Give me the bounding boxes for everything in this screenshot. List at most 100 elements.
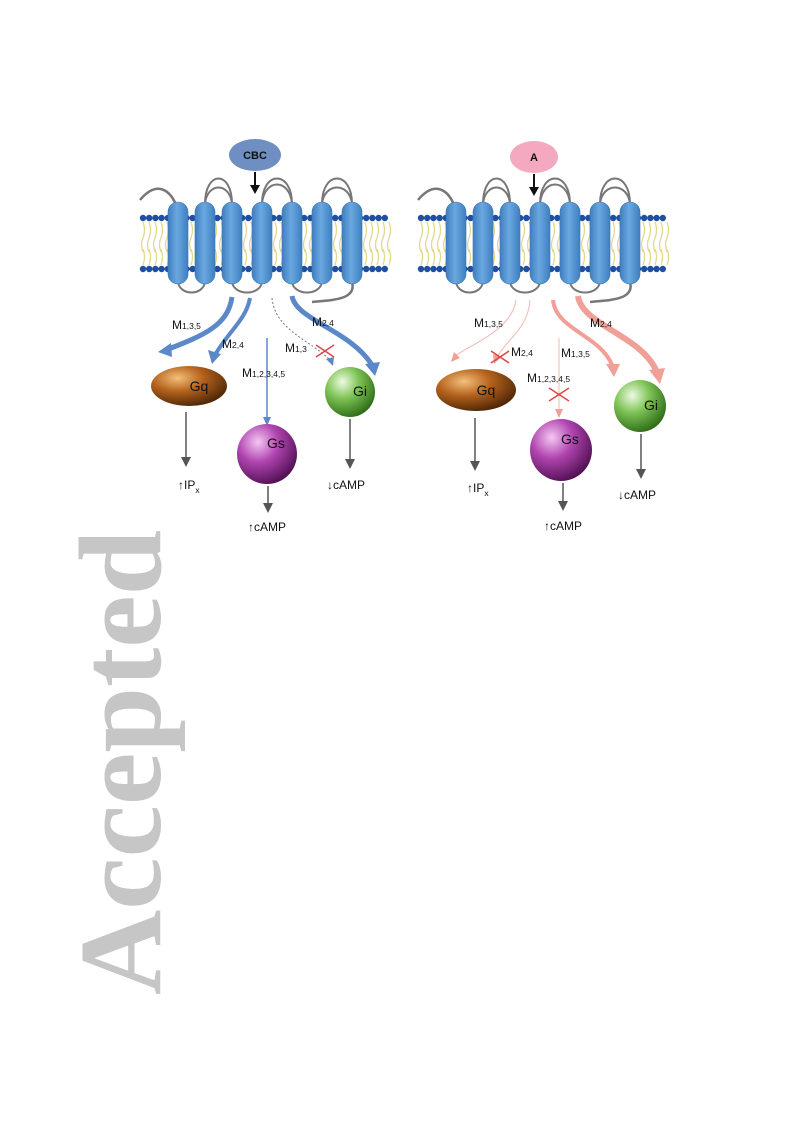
extracellular-loop	[204, 186, 233, 205]
lipid-tail	[380, 221, 386, 253]
protein-gq	[436, 369, 516, 411]
extracellular-loop	[321, 186, 353, 205]
transmembrane-helix	[167, 201, 189, 285]
lipid-head	[139, 214, 147, 222]
lipid-head	[189, 214, 196, 222]
lipid-tail	[382, 248, 386, 266]
extracellular-loop	[539, 177, 571, 205]
arrow-gq-m135	[165, 296, 235, 353]
lipid-head	[189, 265, 196, 273]
lipid-head	[430, 265, 437, 273]
transmembrane-helix	[472, 201, 494, 285]
lipid-tail	[188, 221, 194, 253]
extracellular-loop	[482, 177, 511, 205]
lipid-head	[417, 214, 425, 222]
lipid-tail	[274, 248, 278, 266]
lipid-head	[653, 214, 660, 222]
lipid-head	[152, 214, 159, 222]
transmembrane-helix	[221, 201, 243, 285]
lipid-head	[436, 214, 443, 222]
lipid-head	[417, 265, 425, 273]
lipid-head	[659, 265, 666, 273]
protein-gs	[530, 419, 592, 481]
label-m24: M2,4	[222, 337, 244, 351]
lipid-head	[610, 265, 617, 273]
lipid-head	[554, 214, 561, 222]
lipid-tail	[148, 248, 152, 266]
transmembrane-helix	[251, 201, 273, 285]
output-camp-down: ↓cAMP	[618, 488, 656, 502]
output-camp-up: ↑cAMP	[248, 520, 286, 534]
lipid-tail	[652, 221, 658, 253]
lipid-tail	[370, 248, 374, 266]
lipid-tail	[466, 221, 472, 253]
arrow-gq-m135-head	[158, 343, 172, 357]
lipid-tail	[582, 248, 586, 266]
c-terminus	[311, 281, 354, 304]
lipid-head	[332, 214, 339, 222]
lipid-head	[214, 214, 221, 222]
label-m12345: M1,2,3,4,5	[527, 371, 570, 385]
lipid-head	[158, 214, 165, 222]
lipid-head	[381, 265, 388, 273]
output-camp-up: ↑cAMP	[544, 519, 582, 533]
lipid-head	[641, 214, 648, 222]
lipid-tail	[214, 248, 218, 266]
protein-gi-label: Gi	[644, 397, 658, 413]
ligand-binding-arrow	[529, 174, 539, 196]
lipid-tail	[610, 221, 616, 253]
protein-gq-label: Gq	[190, 378, 209, 394]
lipid-tail	[520, 221, 526, 253]
extracellular-loop	[261, 177, 293, 205]
lipid-head	[245, 214, 252, 222]
lipid-tail	[642, 248, 646, 266]
lipid-head	[301, 265, 308, 273]
protein-gs-label: Gs	[561, 431, 579, 447]
label-m24-gi: M2,4	[590, 316, 612, 330]
lipid-tail	[152, 221, 158, 253]
lipid-head	[647, 214, 654, 222]
lipid-head	[467, 214, 474, 222]
lipid-tail	[432, 248, 436, 266]
intracellular-loop	[569, 281, 601, 294]
lipid-tail	[374, 221, 380, 253]
lipid-tail	[334, 248, 338, 266]
lipid-head	[276, 265, 283, 273]
ligand-cbc	[229, 139, 281, 171]
output-arrow-gi	[636, 434, 646, 479]
lipid-tail	[436, 221, 442, 253]
arrow-gs-head	[263, 417, 271, 426]
lipid-head	[641, 265, 648, 273]
intracellular-loop	[291, 281, 323, 294]
transmembrane-helix	[559, 201, 581, 285]
lipid-head	[523, 265, 530, 273]
lipid-tail	[666, 248, 670, 266]
receptor-right	[417, 177, 641, 304]
lipid-tail	[424, 221, 430, 253]
lipid-head	[363, 265, 370, 273]
arrow-gi-m24	[575, 295, 659, 372]
block-mark-gs	[548, 387, 570, 402]
label-m135: M1,3,5	[474, 316, 503, 330]
protein-gi	[325, 367, 375, 417]
arrow-gq-m24	[213, 297, 252, 356]
lipid-tail	[332, 221, 338, 253]
lipid-tail	[646, 221, 652, 253]
lipid-tail	[552, 248, 556, 266]
lipid-tail	[158, 221, 164, 253]
protein-gq	[151, 366, 227, 406]
arrow-gi-blocked	[271, 297, 331, 361]
label-m12345: M1,2,3,4,5	[242, 366, 285, 380]
lipid-tail	[426, 248, 430, 266]
lipid-tail	[146, 221, 152, 253]
output-arrow-gq	[470, 418, 480, 471]
receptor-left	[139, 177, 363, 304]
label-m24-gi: M2,4	[312, 315, 334, 329]
lipid-head	[375, 214, 382, 222]
lipid-head	[332, 265, 339, 273]
lipid-head	[214, 265, 221, 273]
watermark-text: Accepted	[55, 530, 186, 995]
lipid-tail	[364, 248, 368, 266]
lipid-head	[146, 265, 153, 273]
lipid-head	[610, 214, 617, 222]
